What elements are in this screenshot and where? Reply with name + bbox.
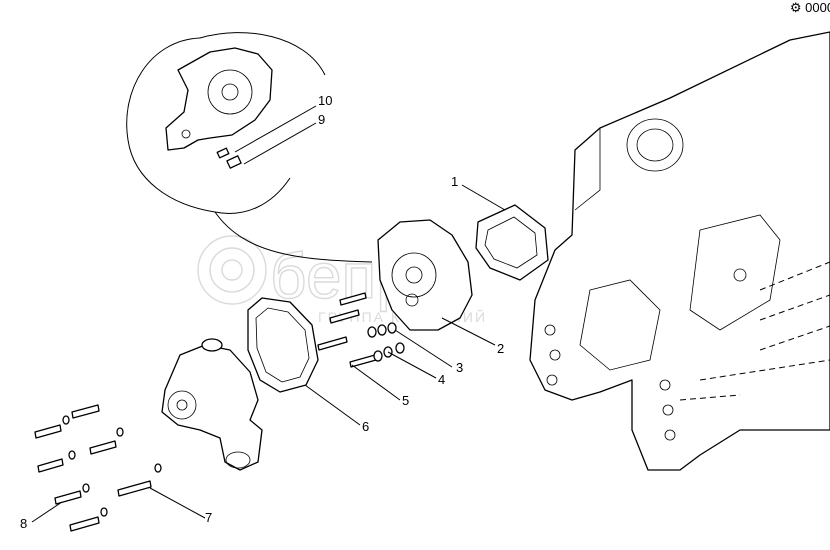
- corner-code: ⚙ 0000: [790, 0, 830, 15]
- callout-10: 10: [318, 93, 332, 108]
- cover-bolts: [317, 292, 405, 368]
- callout-5: 5: [402, 393, 409, 408]
- callout-4: 4: [438, 372, 445, 387]
- pump-cover: [377, 219, 473, 331]
- callout-9: 9: [318, 112, 325, 127]
- pump-bolts: [34, 404, 162, 532]
- callout-6: 6: [362, 419, 369, 434]
- gasket-large: [247, 297, 319, 393]
- callout-8: 8: [20, 516, 27, 531]
- callout-7: 7: [205, 510, 212, 525]
- detail-inset: [126, 32, 373, 263]
- water-pump: [161, 338, 263, 471]
- gasket-small: [475, 204, 549, 281]
- callouts: 1 2 3 4 5 6 7 8 9 10: [20, 93, 504, 531]
- callout-1: 1: [451, 174, 458, 189]
- callout-2: 2: [497, 341, 504, 356]
- callout-3: 3: [456, 360, 463, 375]
- leader-lines: [31, 105, 506, 523]
- engine-block: [529, 31, 830, 471]
